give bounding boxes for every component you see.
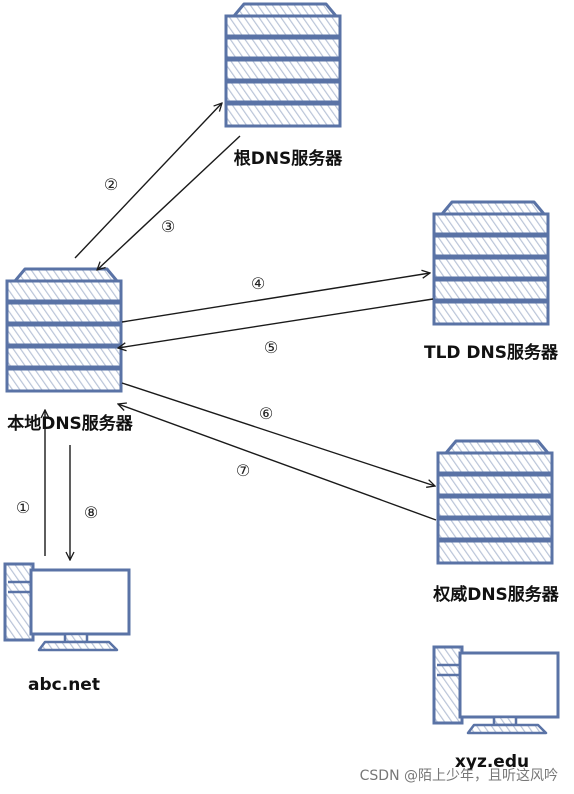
target-computer-icon [432, 645, 560, 735]
arrows [45, 103, 436, 560]
tld-server-label: TLD DNS服务器 [424, 342, 559, 363]
local-server-label: 本地DNS服务器 [7, 413, 134, 434]
tld-server-icon [432, 200, 550, 326]
watermark: CSDN @陌上少年，且听这风吟 [360, 767, 558, 784]
root-server-icon [224, 2, 342, 128]
step-label-7: ⑦ [236, 461, 250, 480]
arrow-6-local-to-auth [121, 382, 435, 486]
step-label-8: ⑧ [84, 503, 98, 522]
authoritative-server-label: 权威DNS服务器 [432, 584, 560, 605]
arrow-2-local-to-root [74, 103, 222, 259]
arrow-4-local-to-tld [121, 273, 430, 323]
client-computer-icon [3, 562, 131, 652]
root-server-label: 根DNS服务器 [234, 148, 344, 169]
step-label-6: ⑥ [259, 404, 273, 423]
target-label: xyz.edu [455, 752, 529, 772]
step-label-4: ④ [251, 274, 265, 293]
authoritative-server-icon [436, 439, 554, 565]
local-server-icon [5, 267, 123, 393]
step-label-5: ⑤ [264, 338, 278, 357]
step-label-2: ② [104, 175, 118, 194]
arrow-7-auth-to-local [118, 404, 437, 521]
arrow-3-root-to-local [97, 135, 241, 270]
arrow-5-tld-to-local [118, 298, 434, 348]
step-label-3: ③ [161, 217, 175, 236]
step-label-1: ① [16, 498, 30, 517]
client-label: abc.net [28, 675, 100, 695]
